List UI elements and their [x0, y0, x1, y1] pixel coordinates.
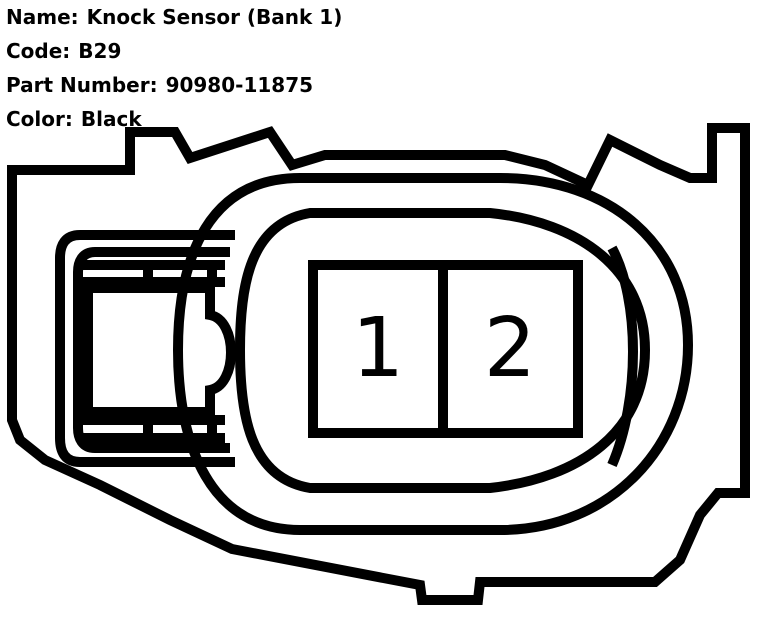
color-label: Color:: [6, 107, 73, 131]
code-value: B29: [78, 39, 122, 63]
part-number-value: 90980-11875: [165, 73, 314, 97]
latch-rib: [82, 260, 225, 287]
latch-body: [83, 283, 236, 417]
name-label: Name:: [6, 5, 79, 29]
connector-info: Name: Knock Sensor (Bank 1) Code: B29 Part…: [6, 0, 342, 136]
latch-housing-outer: [55, 230, 235, 467]
code-row: Code: B29: [6, 34, 342, 68]
code-label: Code:: [6, 39, 71, 63]
latch-rib-divider: [143, 260, 217, 442]
pin-1-label: 1: [352, 301, 404, 396]
pin-2-label: 2: [484, 301, 536, 396]
connector-oval-body: [172, 173, 694, 535]
latch-housing-inner: [73, 247, 230, 453]
connector-housing-outline: [6, 123, 750, 605]
name-value: Knock Sensor (Bank 1): [86, 5, 343, 29]
color-row: Color:Black: [6, 102, 342, 136]
latch-rib: [82, 415, 225, 443]
name-row: Name: Knock Sensor (Bank 1): [6, 0, 342, 34]
part-number-row: Part Number: 90980-11875: [6, 68, 342, 102]
part-number-label: Part Number:: [6, 73, 158, 97]
housing-side-contour: [607, 245, 638, 467]
